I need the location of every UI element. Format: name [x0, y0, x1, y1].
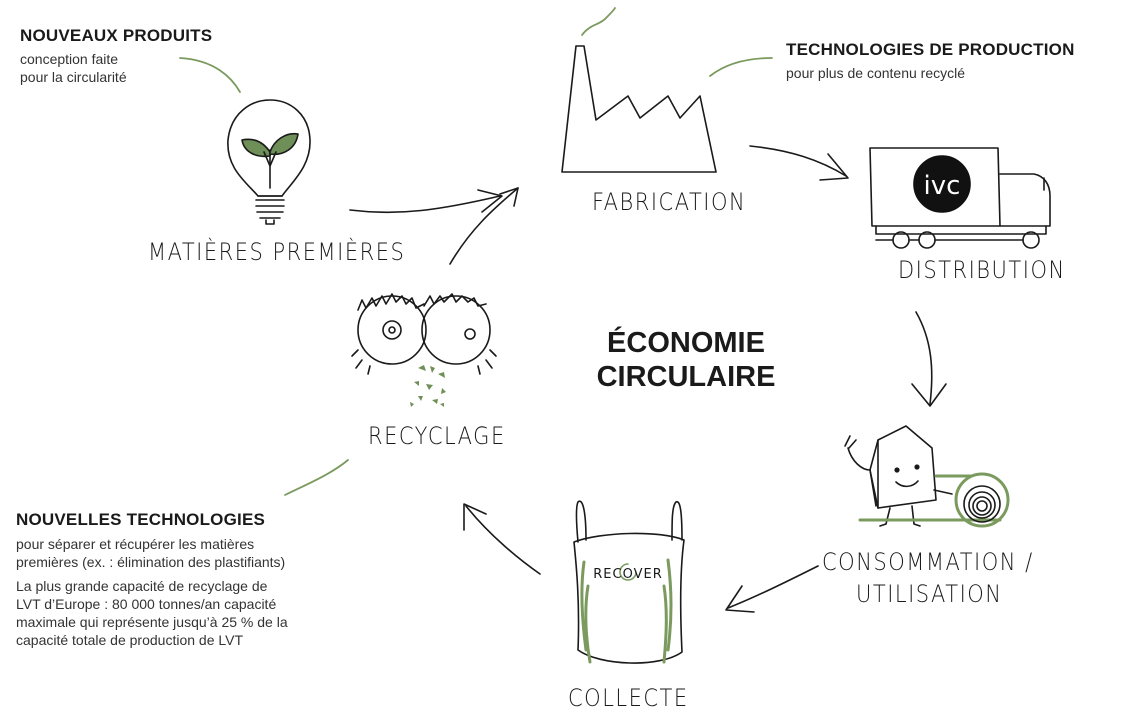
flow-arrows — [349, 145, 947, 613]
arrow-recycling-to-manufacturing — [449, 187, 519, 265]
callout-connector-production — [709, 57, 773, 77]
callout-new-tech-title: NOUVELLES TECHNOLOGIES — [16, 510, 266, 529]
lightbulb-icon — [227, 99, 311, 225]
stage-collection: COLLECTE — [568, 684, 689, 712]
callout-new-products-line1: conception faite — [20, 51, 119, 67]
center-title: ÉCONOMIE CIRCULAIRE — [556, 326, 816, 394]
arrow-distribution-to-consumption — [915, 311, 933, 405]
callout-production-tech-title: TECHNOLOGIES DE PRODUCTION — [786, 40, 1075, 59]
callout-connector-new-products — [179, 57, 241, 93]
stage-consumption-line2: UTILISATION — [856, 580, 1003, 608]
factory-smoke — [581, 7, 616, 36]
stage-recycling: RECYCLAGE — [368, 422, 506, 450]
callout-new-tech-text: pour séparer et récupérer les matières p… — [16, 535, 288, 649]
collection-bag-icon — [573, 500, 685, 664]
center-title-line1: ÉCONOMIE — [607, 327, 765, 359]
callout-production-tech-text: pour plus de contenu recyclé — [786, 65, 965, 81]
truck-icon — [869, 147, 1051, 249]
stage-consumption-line1: CONSOMMATION / — [822, 548, 1034, 576]
callout-new-products-line2: pour la circularité — [20, 69, 127, 85]
factory-icon — [561, 45, 717, 173]
truck-logo-text: ivc — [924, 171, 961, 201]
callout-new-tech-p2-line3: maximale qui représente jusqu’à 25 % de … — [16, 614, 288, 630]
bag-label-text: RECOVER — [593, 567, 662, 582]
carpet-roll-icon — [934, 472, 1010, 528]
house-mascot-icon — [844, 425, 1002, 527]
arrow-consumption-to-collection — [727, 565, 819, 609]
callout-new-products-text: conception faite pour la circularité — [20, 50, 127, 86]
callout-new-products-title: NOUVEAUX PRODUITS — [20, 26, 213, 45]
arrow-collection-to-recycling — [465, 505, 541, 575]
center-title-line2: CIRCULAIRE — [596, 361, 776, 393]
shredded-particles — [410, 365, 446, 407]
callout-new-tech-line2: premières (ex. : élimination des plastif… — [16, 554, 286, 570]
callout-new-tech-p2-line4: capacité totale de production de LVT — [16, 632, 244, 648]
callout-new-tech-p2-line1: La plus grande capacité de recyclage de — [16, 578, 268, 594]
callout-new-tech-line1: pour séparer et récupérer les matières — [16, 536, 255, 552]
stage-manufacturing: FABRICATION — [592, 188, 747, 216]
callout-connector-new-tech — [284, 459, 349, 496]
stage-raw-materials: MATIÈRES PREMIÈRES — [148, 238, 406, 266]
arrow-manufacturing-to-distribution — [749, 145, 847, 177]
shredder-icon — [351, 293, 497, 375]
arrow-raw-to-manufacturing — [349, 195, 501, 214]
callout-new-tech-p2-line2: LVT d’Europe : 80 000 tonnes/an capacité — [16, 596, 277, 612]
stage-distribution: DISTRIBUTION — [898, 256, 1066, 284]
